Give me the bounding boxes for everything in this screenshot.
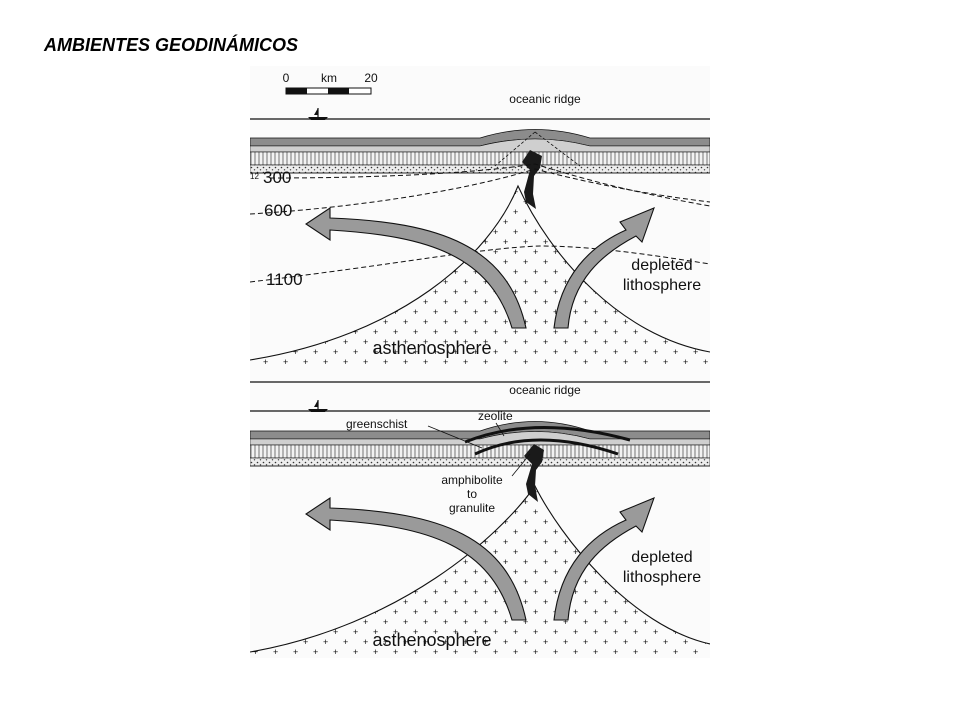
- zeolite-facies-band: [464, 426, 631, 444]
- zeolite-label: zeolite: [478, 409, 513, 423]
- top-asthenosphere-label: asthenosphere: [372, 338, 491, 358]
- side-mark-label: 12: [250, 172, 259, 181]
- sheeted-dike-layer: [250, 151, 710, 166]
- panel-bottom: oceanic ridge greenschist zeol: [250, 383, 710, 658]
- amphibolite-leader: [511, 453, 531, 477]
- ship-icon: [308, 108, 328, 120]
- top-ridge-label: oceanic ridge: [509, 92, 581, 106]
- convection-arrow-right: [553, 497, 655, 621]
- gabbro-layer: [250, 164, 710, 174]
- isotherm-1100: [250, 245, 710, 283]
- ship-icon: [308, 400, 328, 412]
- isotherm-label-1100: 1100: [266, 270, 303, 289]
- magma-chamber: [524, 444, 544, 502]
- granulite-label: granulite: [449, 501, 495, 515]
- convection-arrow-right: [553, 207, 655, 329]
- ridge-dashes: [494, 131, 581, 167]
- asthenosphere-region: [250, 186, 710, 366]
- gabbro-layer: [250, 457, 710, 467]
- lava-layer: [250, 431, 710, 446]
- asthenosphere-region: [250, 486, 710, 658]
- isotherm-600: [250, 168, 710, 215]
- sediment-layer: [250, 129, 710, 147]
- greenschist-facies-band: [474, 438, 619, 456]
- isotherm-label-300: 300: [263, 168, 291, 187]
- bottom-depleted-label: depleted: [631, 549, 692, 566]
- lithosphere-boundary: [250, 184, 710, 361]
- greenschist-leader: [427, 425, 483, 449]
- scale-bar-segment: [286, 88, 307, 94]
- slide-title: AMBIENTES GEODINÁMICOS: [44, 35, 299, 55]
- amphibolite-label: amphibolite: [441, 473, 503, 487]
- scale-bar-segment: [328, 88, 349, 94]
- bottom-ridge-label: oceanic ridge: [509, 383, 581, 397]
- bottom-lithosphere-label: lithosphere: [623, 569, 701, 586]
- convection-arrow-left: [305, 206, 527, 329]
- convection-arrow-left: [305, 496, 527, 621]
- top-depleted-label: depleted: [631, 257, 692, 274]
- top-lithosphere-label: lithosphere: [623, 277, 701, 294]
- scale-bar: 0 km 20: [283, 71, 378, 95]
- scale-unit-label: km: [321, 71, 337, 85]
- bottom-asthenosphere-label: asthenosphere: [372, 630, 491, 650]
- scale-start-label: 0: [283, 71, 290, 85]
- amphibolite-to-label: to: [467, 487, 477, 501]
- zeolite-leader: [495, 422, 505, 437]
- isotherm-label-600: 600: [264, 201, 292, 220]
- greenschist-label: greenschist: [346, 417, 408, 431]
- panel-top: oceanic ridge: [250, 92, 710, 366]
- lava-layer: [250, 138, 710, 153]
- ridge-cross-sections: + + 0 km 20 oceanic ridge: [250, 71, 710, 658]
- scale-end-label: 20: [364, 71, 378, 85]
- ocean-ridge-figure: + + 0 km 20 oceanic ridge: [250, 66, 710, 658]
